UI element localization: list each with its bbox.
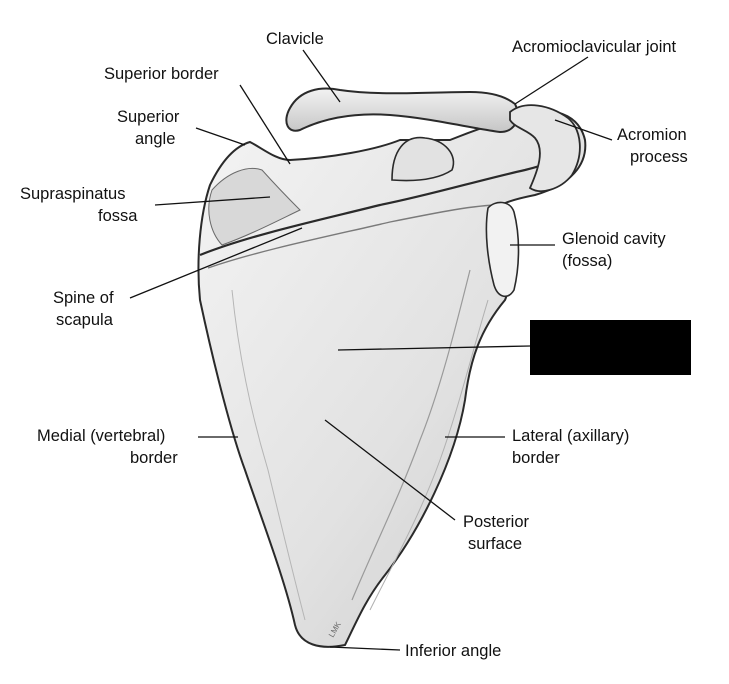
label-spine-of-scapula-line2: scapula bbox=[56, 311, 114, 329]
leader-hidden-label bbox=[337, 345, 531, 351]
supraspinatus-fossa-shape bbox=[208, 167, 301, 246]
label-spine-of-scapula-line1: Spine of bbox=[53, 289, 114, 307]
leader-posterior-surface bbox=[324, 419, 456, 521]
medial-ridge bbox=[231, 289, 306, 621]
label-glenoid-cavity-line2: (fossa) bbox=[562, 252, 612, 270]
leader-superior-angle bbox=[195, 127, 246, 146]
label-inferior-angle: Inferior angle bbox=[405, 642, 501, 660]
leader-superior-border bbox=[239, 84, 291, 165]
label-superior-angle-line1: Superior bbox=[117, 108, 180, 126]
label-clavicle: Clavicle bbox=[266, 30, 324, 48]
leader-clavicle bbox=[302, 49, 341, 103]
spine-ridge-lower bbox=[207, 204, 501, 269]
leader-inferior-angle bbox=[329, 646, 401, 651]
hidden-label-box bbox=[530, 320, 691, 375]
clavicle-bone bbox=[285, 87, 519, 134]
label-posterior-surface-line2: surface bbox=[468, 535, 522, 553]
label-acromion-process-line1: Acromion bbox=[617, 126, 687, 144]
label-superior-border: Superior border bbox=[104, 65, 219, 83]
acromion-shape bbox=[509, 104, 581, 192]
label-posterior-surface-line1: Posterior bbox=[463, 513, 530, 531]
coracoid-shape bbox=[391, 136, 455, 182]
lateral-ridge bbox=[351, 269, 471, 601]
label-supraspinatus-fossa-line2: fossa bbox=[98, 207, 138, 225]
label-medial-border-line2: border bbox=[130, 449, 178, 467]
label-acromion-process-line2: process bbox=[630, 148, 688, 166]
label-superior-angle-line2: angle bbox=[135, 130, 175, 148]
label-acromioclavicular-joint: Acromioclavicular joint bbox=[512, 38, 677, 56]
label-glenoid-cavity-line1: Glenoid cavity bbox=[562, 230, 666, 248]
label-lateral-border-line1: Lateral (axillary) bbox=[512, 427, 629, 445]
lateral-ridge-2 bbox=[369, 299, 489, 611]
label-medial-border-line1: Medial (vertebral) bbox=[37, 427, 165, 445]
leader-spine-of-scapula bbox=[129, 227, 303, 299]
leader-supraspinatus-fossa bbox=[154, 196, 271, 206]
leader-acromion-process bbox=[554, 119, 613, 141]
glenoid-cavity-shape bbox=[485, 201, 520, 298]
label-lateral-border-line2: border bbox=[512, 449, 560, 467]
leader-acromioclavicular-joint bbox=[514, 56, 589, 105]
label-supraspinatus-fossa-line1: Supraspinatus bbox=[20, 185, 126, 203]
